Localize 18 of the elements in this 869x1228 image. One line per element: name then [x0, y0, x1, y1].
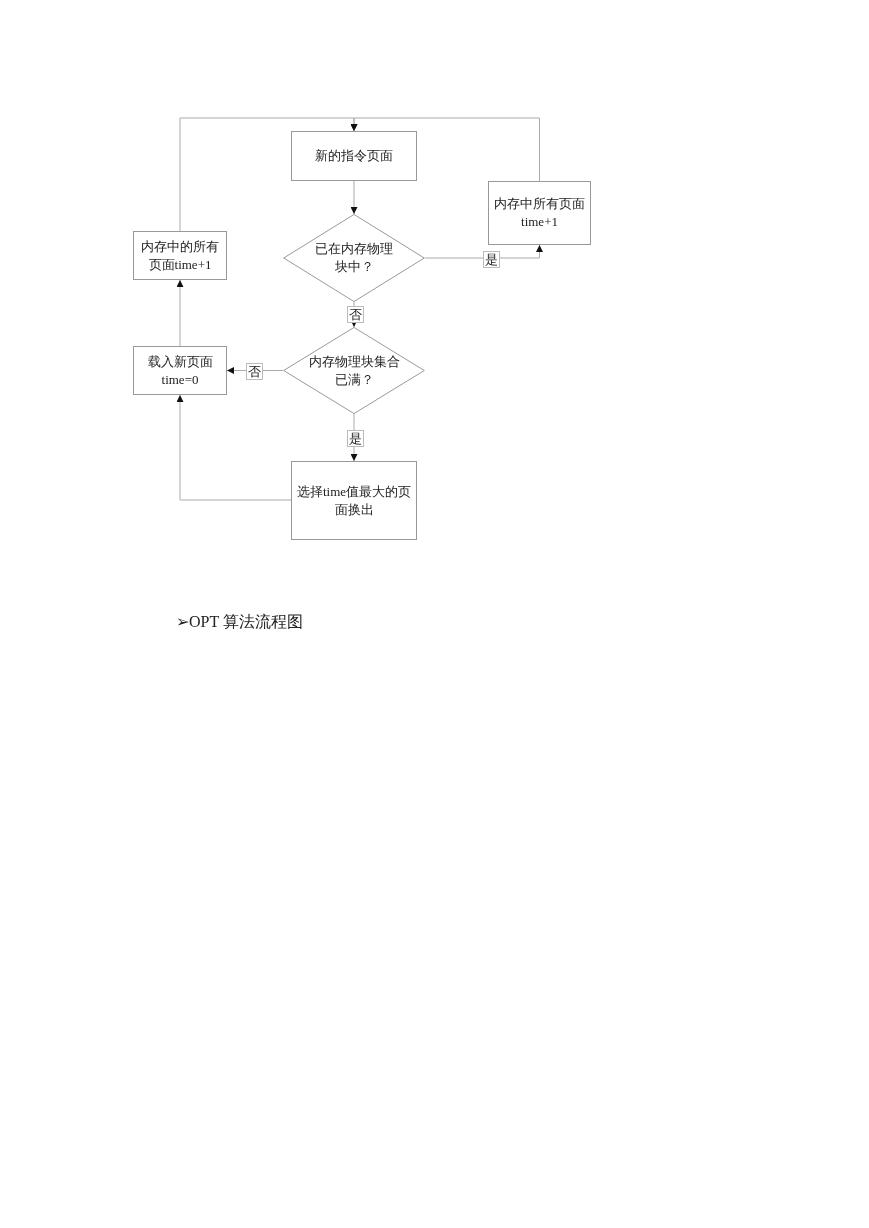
- decision-diamond: 已在内存物理块中？: [283, 214, 425, 302]
- caption: ➢OPT 算法流程图: [176, 612, 303, 632]
- arrow: [226, 367, 284, 374]
- process-box: 选择time值最大的页面换出: [291, 461, 417, 540]
- arrow: [176, 279, 184, 347]
- process-box: 新的指令页面: [291, 131, 417, 181]
- edge-label: 是: [483, 251, 500, 268]
- process-box: 内存中所有页面 time+1: [488, 181, 591, 245]
- arrow: [424, 244, 543, 259]
- process-box: 载入新页面 time=0: [133, 346, 227, 395]
- arrow: [350, 180, 358, 215]
- edge-label: 是: [347, 430, 364, 447]
- process-box: 内存中的所有页面time+1: [133, 231, 227, 280]
- arrow: [179, 117, 358, 232]
- arrow: [176, 394, 292, 501]
- decision-diamond: 内存物理块集合已满？: [283, 327, 425, 414]
- edge-label: 否: [347, 306, 364, 323]
- edge-label: 否: [246, 363, 263, 380]
